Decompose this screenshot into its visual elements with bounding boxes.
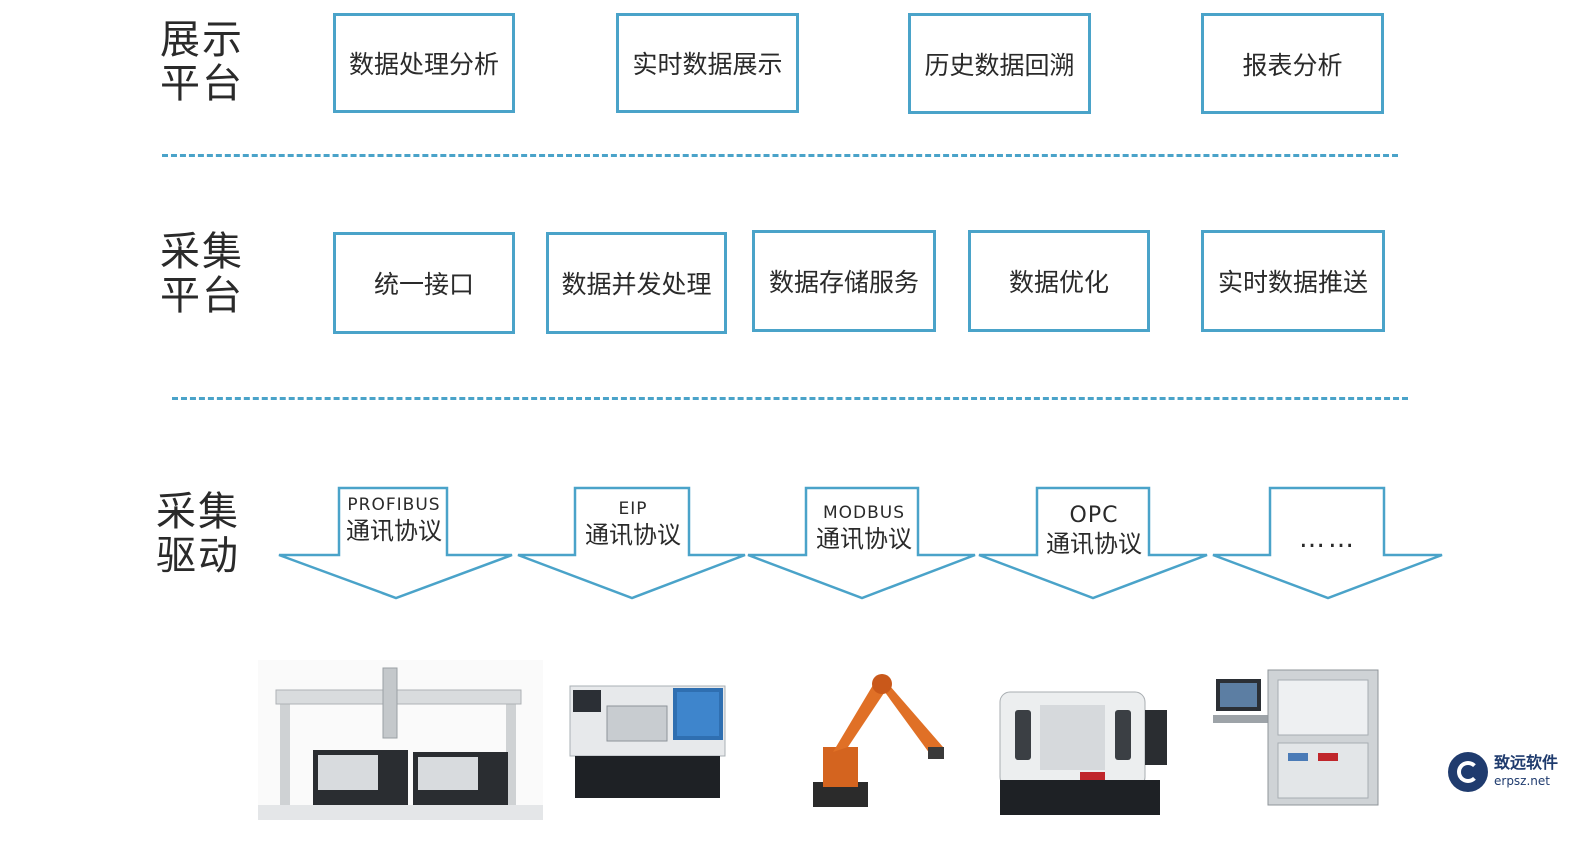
box-concurrent-processing: 数据并发处理: [546, 232, 727, 334]
machining-center-image: [985, 680, 1175, 820]
protocol-opc: OPC 通讯协议: [1036, 503, 1152, 559]
divider-line-top: [162, 154, 1398, 157]
protocol-name: PROFIBUS: [347, 495, 441, 515]
industrial-robot-arm-image: [778, 652, 963, 817]
box-unified-interface: 统一接口: [333, 232, 515, 334]
arrow-more: [1212, 486, 1443, 600]
box-data-optimization: 数据优化: [968, 230, 1150, 332]
arrow-eip: [517, 486, 746, 600]
protocol-modbus: MODBUS 通讯协议: [806, 502, 922, 554]
box-storage-service: 数据存储服务: [752, 230, 936, 332]
cnc-lathe-image: [565, 676, 730, 801]
ellipsis-text: ……: [1299, 524, 1357, 554]
protocol-name: EIP: [618, 499, 648, 519]
protocol-profibus: PROFIBUS 通讯协议: [336, 494, 452, 546]
protocol-eip: EIP 通讯协议: [575, 498, 691, 550]
protocol-more: ……: [1270, 524, 1386, 554]
protocol-desc: 通讯协议: [585, 521, 681, 549]
logo-text: 致远软件 erpsz.net: [1494, 754, 1558, 790]
box-report-analysis: 报表分析: [1201, 13, 1384, 114]
arrow-modbus: [747, 486, 976, 600]
display-platform-label: 展示 平台: [160, 17, 244, 107]
protocol-desc: 通讯协议: [1046, 530, 1142, 558]
divider-line-bottom: [172, 397, 1408, 400]
brand-logo: 致远软件 erpsz.net: [1448, 752, 1558, 792]
arrow-profibus: [278, 486, 513, 600]
protocol-desc: 通讯协议: [816, 525, 912, 553]
protocol-name: OPC: [1069, 503, 1119, 528]
protocol-desc: 通讯协议: [346, 517, 442, 545]
box-data-analysis: 数据处理分析: [333, 13, 515, 113]
box-realtime-push: 实时数据推送: [1201, 230, 1385, 332]
box-realtime-display: 实时数据展示: [616, 13, 799, 113]
logo-icon: [1448, 752, 1488, 792]
arrow-opc: [978, 486, 1208, 600]
logo-url: erpsz.net: [1494, 774, 1550, 788]
protocol-name: MODBUS: [822, 503, 906, 523]
gantry-machining-cell-image: [258, 660, 543, 820]
logo-name: 致远软件: [1494, 753, 1559, 772]
collect-platform-label: 采集 平台: [160, 229, 244, 319]
control-cabinet-image: [1208, 665, 1388, 807]
box-history-trace: 历史数据回溯: [908, 13, 1091, 114]
collect-driver-label: 采集 驱动: [156, 489, 240, 579]
